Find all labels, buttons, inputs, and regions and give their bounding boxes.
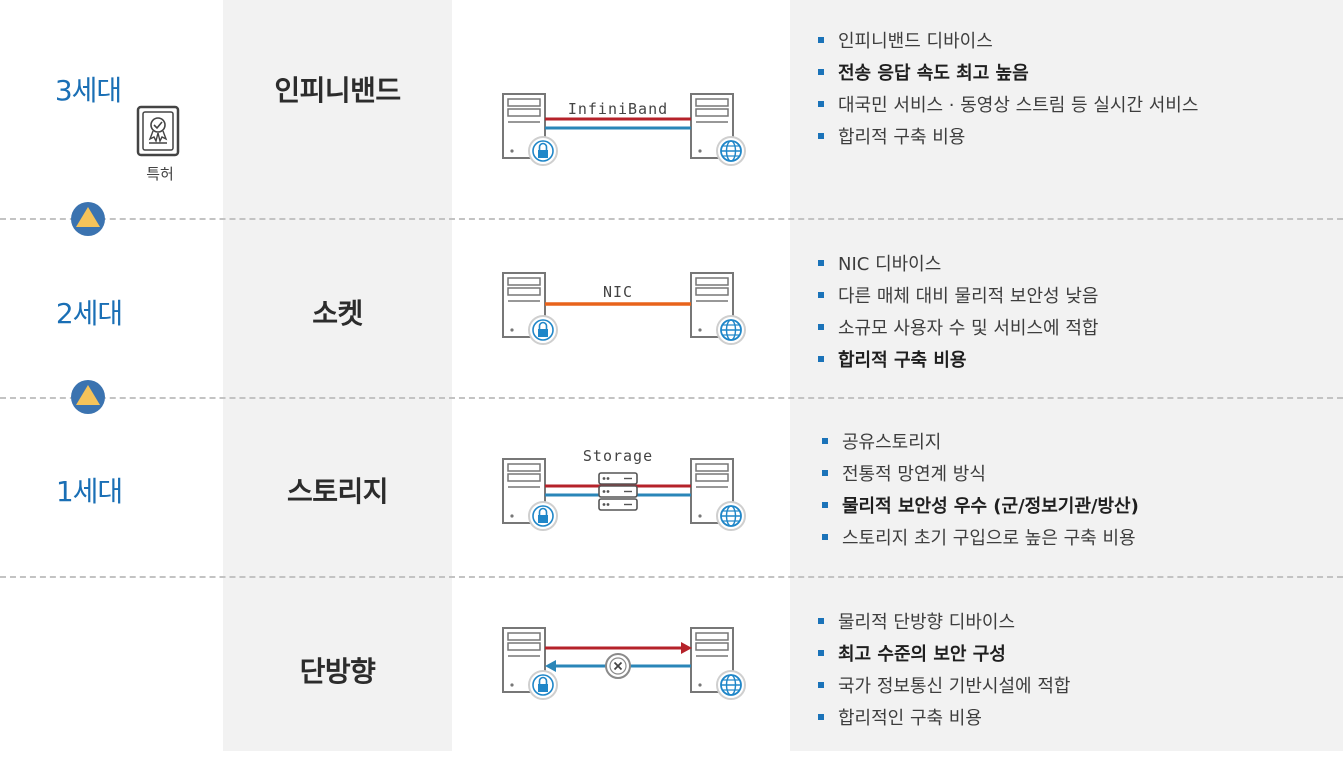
lock-icon xyxy=(528,501,558,531)
feature-item: 공유스토리지 xyxy=(822,430,1139,455)
bullet-icon xyxy=(822,501,828,508)
infiniband-diagram: InfiniBand xyxy=(502,93,746,166)
generation-row-2: 2세대 소켓 xyxy=(0,223,1343,401)
generation-label: 2세대 xyxy=(55,297,123,330)
row-divider xyxy=(0,397,1343,399)
technology-name: 소켓 xyxy=(312,297,363,330)
bullet-icon xyxy=(818,36,824,43)
bullet-icon xyxy=(818,291,824,298)
bullet-icon xyxy=(818,617,824,624)
bullet-icon xyxy=(818,355,824,362)
row-divider xyxy=(0,576,1343,578)
feature-list: 인피니밴드 디바이스 전송 응답 속도 최고 높음 대국민 서비스 · 동영상 … xyxy=(818,0,1198,178)
row-divider xyxy=(0,218,1343,220)
arrow-right-icon xyxy=(681,642,692,654)
technology-name: 단방향 xyxy=(299,655,376,688)
feature-item: 합리적인 구축 비용 xyxy=(818,706,1070,731)
link-label: NIC xyxy=(603,283,633,301)
feature-item: 인피니밴드 디바이스 xyxy=(818,29,1198,54)
features-column-background xyxy=(790,0,1343,751)
globe-icon xyxy=(716,670,746,700)
feature-item: 전통적 망연계 방식 xyxy=(822,462,1139,487)
up-triangle-icon xyxy=(71,202,105,236)
feature-item: 국가 정보통신 기반시설에 적합 xyxy=(818,674,1070,699)
lock-icon xyxy=(528,315,558,345)
name-column-background xyxy=(223,0,452,751)
bullet-icon xyxy=(818,323,824,330)
one-way-diagram xyxy=(502,627,746,700)
feature-item: 물리적 보안성 우수 (군/정보기관/방산) xyxy=(822,494,1139,519)
bullet-icon xyxy=(822,437,828,444)
lock-icon xyxy=(528,136,558,166)
patent-certificate-icon xyxy=(136,105,180,157)
technology-name: 스토리지 xyxy=(286,475,389,508)
bullet-icon xyxy=(822,469,828,476)
feature-list: NIC 디바이스 다른 매체 대비 물리적 보안성 낮음 소규모 사용자 수 및… xyxy=(818,223,1098,401)
block-x-icon xyxy=(605,653,631,679)
nic-diagram: NIC xyxy=(502,272,746,345)
feature-item: NIC 디바이스 xyxy=(818,252,1098,277)
feature-item: 다른 매체 대비 물리적 보안성 낮음 xyxy=(818,284,1098,309)
feature-list: 공유스토리지 전통적 망연계 방식 물리적 보안성 우수 (군/정보기관/방산)… xyxy=(822,401,1139,579)
server-icon xyxy=(502,458,546,524)
globe-icon xyxy=(716,501,746,531)
feature-list: 물리적 단방향 디바이스 최고 수준의 보안 구성 국가 정보통신 기반시설에 … xyxy=(818,581,1070,759)
storage-rack-icon xyxy=(598,472,638,511)
feature-item: 물리적 단방향 디바이스 xyxy=(818,610,1070,635)
link-label: InfiniBand xyxy=(568,100,668,118)
feature-item: 대국민 서비스 · 동영상 스트림 등 실시간 서비스 xyxy=(818,93,1198,118)
feature-item: 스토리지 초기 구입으로 높은 구축 비용 xyxy=(822,526,1139,551)
bullet-icon xyxy=(818,713,824,720)
generation-label: 3세대 xyxy=(54,74,122,107)
feature-item: 전송 응답 속도 최고 높음 xyxy=(818,61,1198,86)
patent-label: 특허 xyxy=(146,165,174,183)
technology-name: 인피니밴드 xyxy=(274,74,401,107)
bullet-icon xyxy=(818,132,824,139)
generation-label xyxy=(0,581,178,759)
feature-item: 합리적 구축 비용 xyxy=(818,348,1098,373)
storage-diagram: Storage xyxy=(502,447,746,531)
generation-label: 1세대 xyxy=(55,475,123,508)
feature-item: 최고 수준의 보안 구성 xyxy=(818,642,1070,667)
link-label: Storage xyxy=(583,447,653,465)
arrow-left-icon xyxy=(545,660,556,672)
generation-row-3: 3세대 인피니밴드 xyxy=(0,0,1343,178)
globe-icon xyxy=(716,136,746,166)
bullet-icon xyxy=(818,100,824,107)
bullet-icon xyxy=(818,681,824,688)
globe-icon xyxy=(716,315,746,345)
bullet-icon xyxy=(818,649,824,656)
generation-row-1: 1세대 스토리지 xyxy=(0,401,1343,579)
feature-item: 소규모 사용자 수 및 서비스에 적합 xyxy=(818,316,1098,341)
bullet-icon xyxy=(818,68,824,75)
feature-item: 합리적 구축 비용 xyxy=(818,125,1198,150)
up-triangle-icon xyxy=(71,380,105,414)
generation-row-oneway: 단방향 xyxy=(0,581,1343,759)
bullet-icon xyxy=(818,259,824,266)
lock-icon xyxy=(528,670,558,700)
bullet-icon xyxy=(822,533,828,540)
